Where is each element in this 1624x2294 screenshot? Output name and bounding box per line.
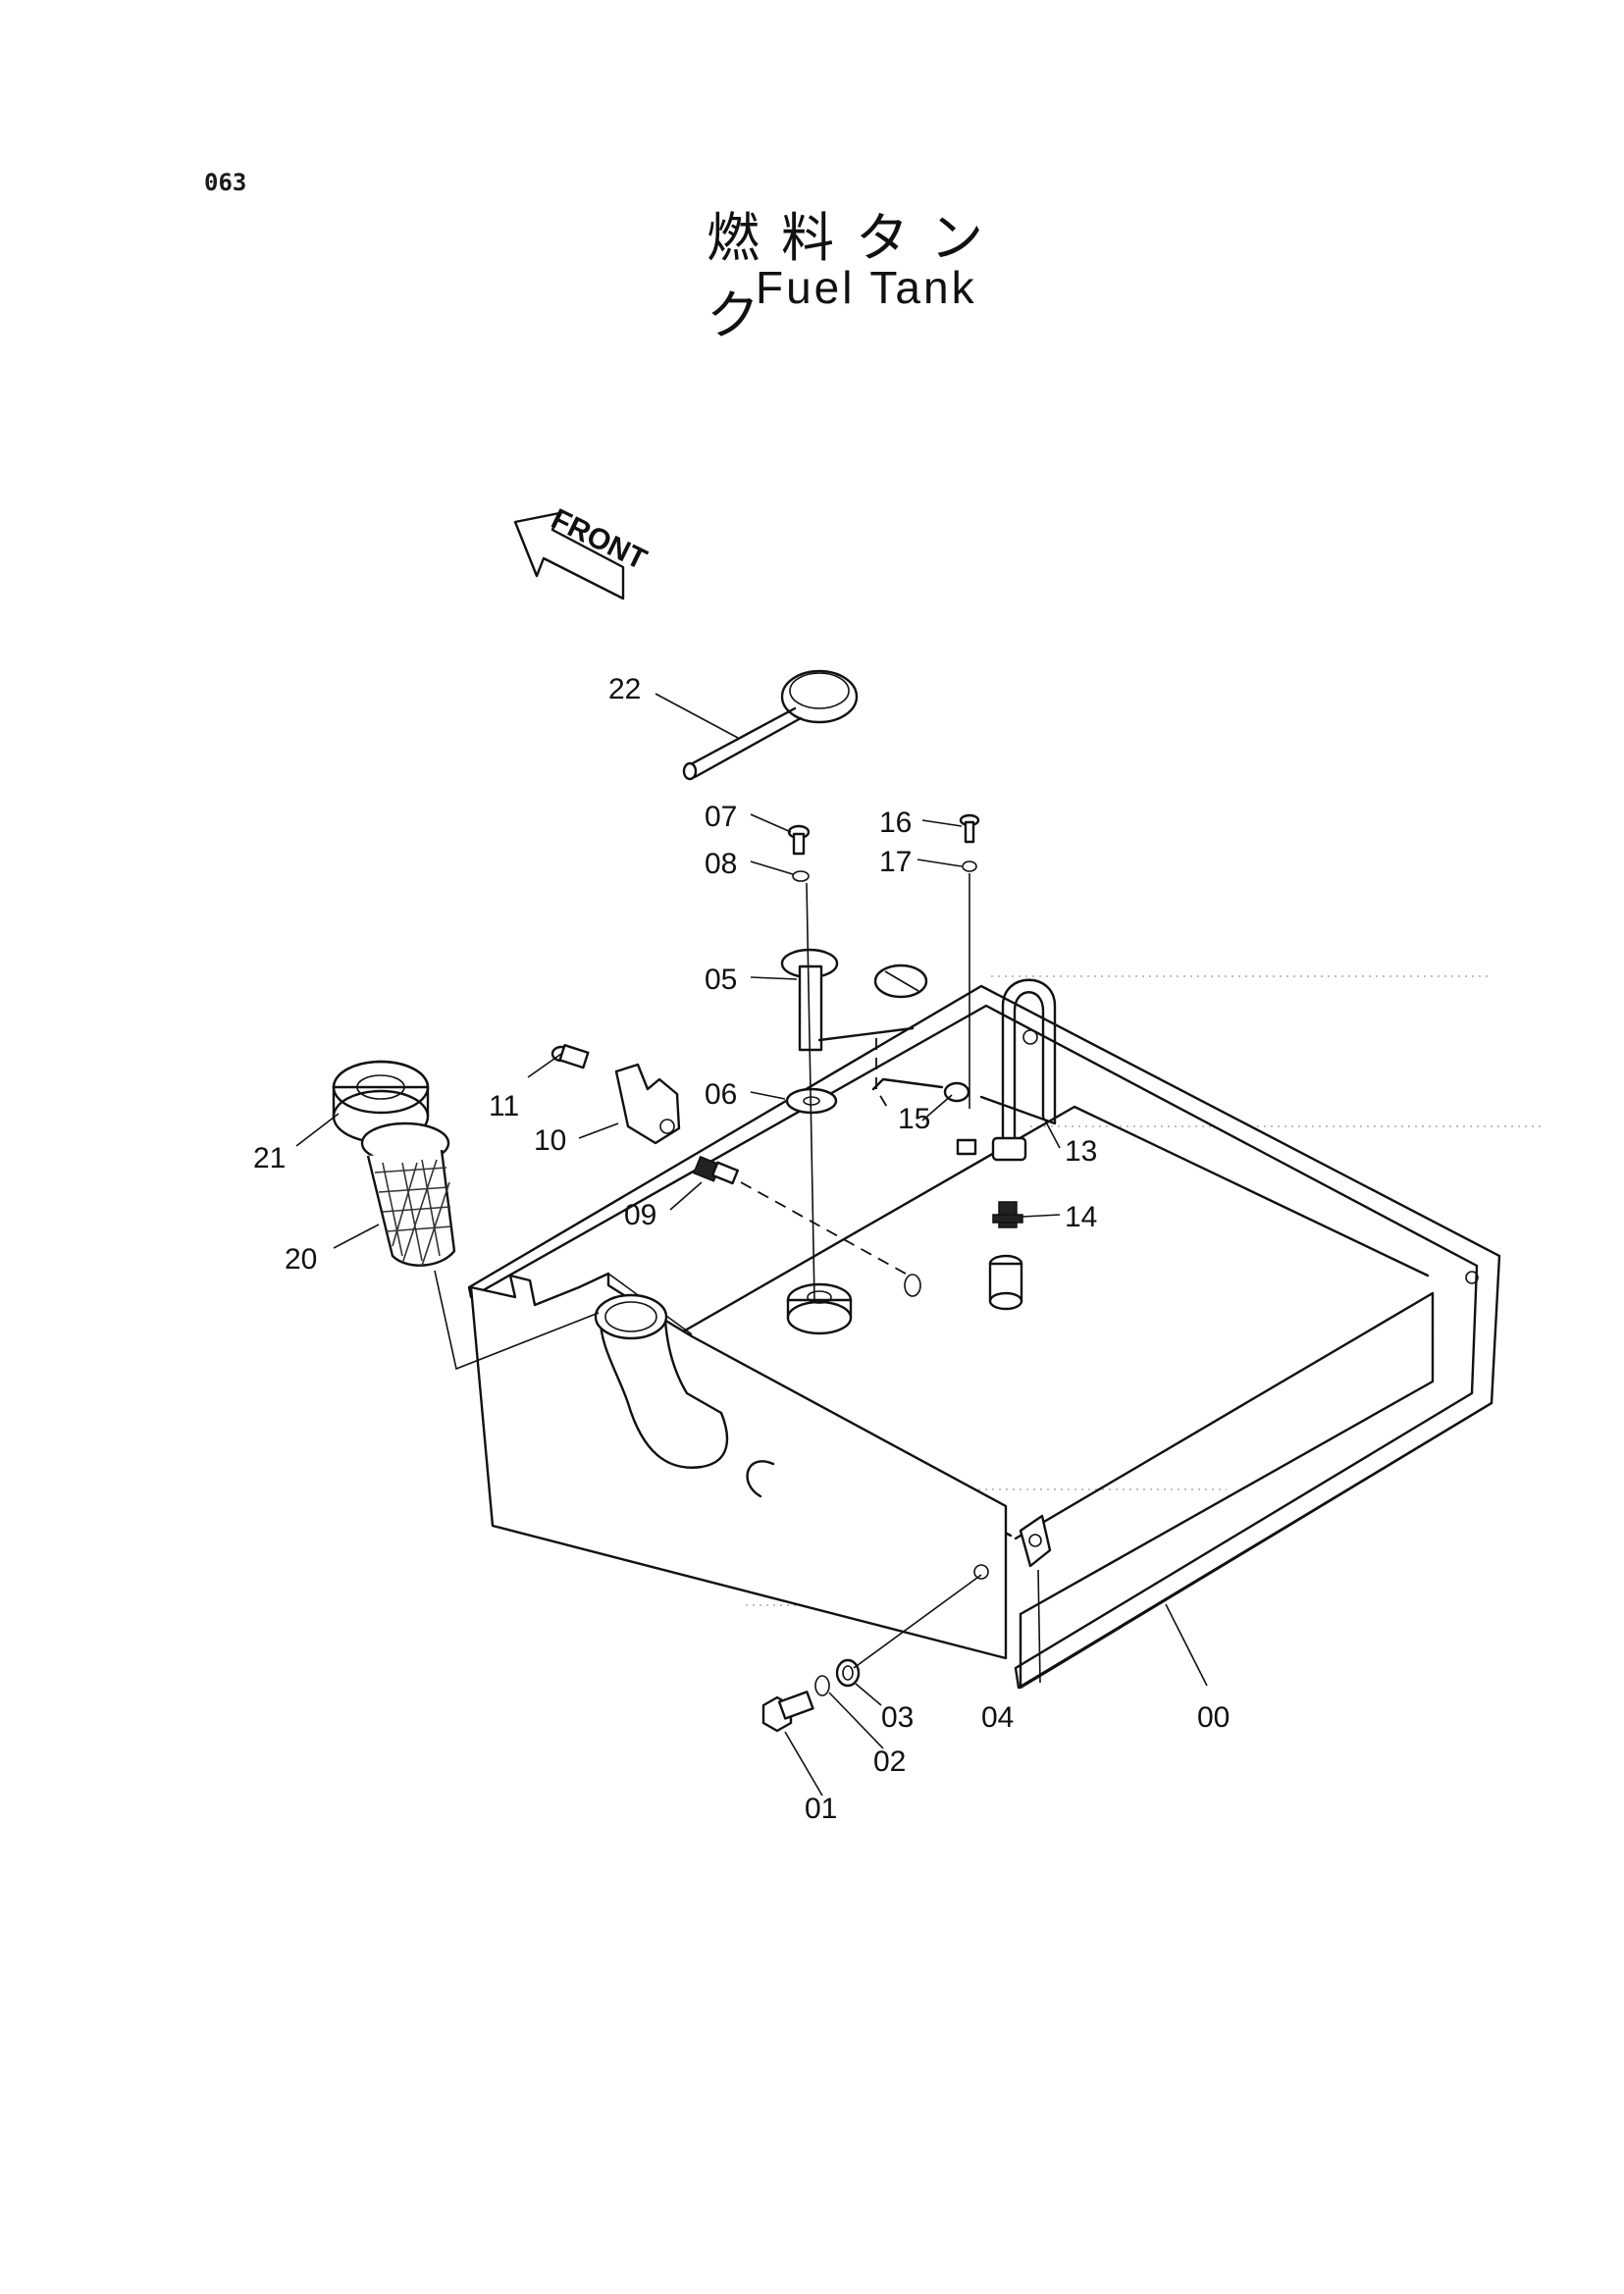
part-15-cock xyxy=(943,1081,977,1156)
front-arrow-icon: FRONT xyxy=(513,502,652,600)
callout-09: 09 xyxy=(624,1199,656,1231)
part-17-washer xyxy=(962,860,977,872)
part-20-strainer xyxy=(360,1121,600,1371)
part-02-washer xyxy=(814,1675,830,1696)
callout-17: 17 xyxy=(879,846,912,878)
part-05-suction-pipe xyxy=(780,948,928,1052)
callout-10: 10 xyxy=(534,1124,566,1157)
part-22-level-gauge xyxy=(682,669,859,781)
part-08-washer xyxy=(792,870,810,882)
callout-13: 13 xyxy=(1065,1135,1097,1168)
part-07-bolt xyxy=(787,824,811,856)
callout-22: 22 xyxy=(608,673,641,705)
callout-07: 07 xyxy=(705,801,737,833)
part-21-cap xyxy=(332,1060,430,1144)
callout-08: 08 xyxy=(705,848,737,880)
callout-11: 11 xyxy=(489,1090,519,1122)
callout-14: 14 xyxy=(1065,1201,1097,1233)
callout-leaders xyxy=(295,693,1208,1797)
callout-04: 04 xyxy=(981,1701,1014,1734)
callout-03: 03 xyxy=(881,1701,914,1734)
callout-16: 16 xyxy=(879,807,912,839)
page-number: 063 xyxy=(204,169,247,196)
page-title-english: Fuel Tank xyxy=(756,262,977,313)
callout-05: 05 xyxy=(705,964,737,996)
part-03-washer xyxy=(835,1658,861,1688)
part-16-screw xyxy=(959,813,980,844)
callout-21: 21 xyxy=(253,1142,286,1174)
part-13-breather-pipe xyxy=(871,978,1057,1162)
callout-01: 01 xyxy=(805,1793,837,1825)
callout-15: 15 xyxy=(898,1103,930,1135)
part-10-bracket xyxy=(614,1063,681,1145)
callout-06: 06 xyxy=(705,1078,737,1111)
part-14-fitting xyxy=(988,1201,1023,1311)
part-01-bolt xyxy=(761,1691,814,1733)
page-title-japanese: 燃料タンク xyxy=(707,207,1005,346)
callout-00: 00 xyxy=(1197,1701,1230,1734)
callout-02: 02 xyxy=(873,1746,906,1778)
callout-20: 20 xyxy=(285,1243,317,1276)
part-09-connector xyxy=(693,1155,921,1297)
